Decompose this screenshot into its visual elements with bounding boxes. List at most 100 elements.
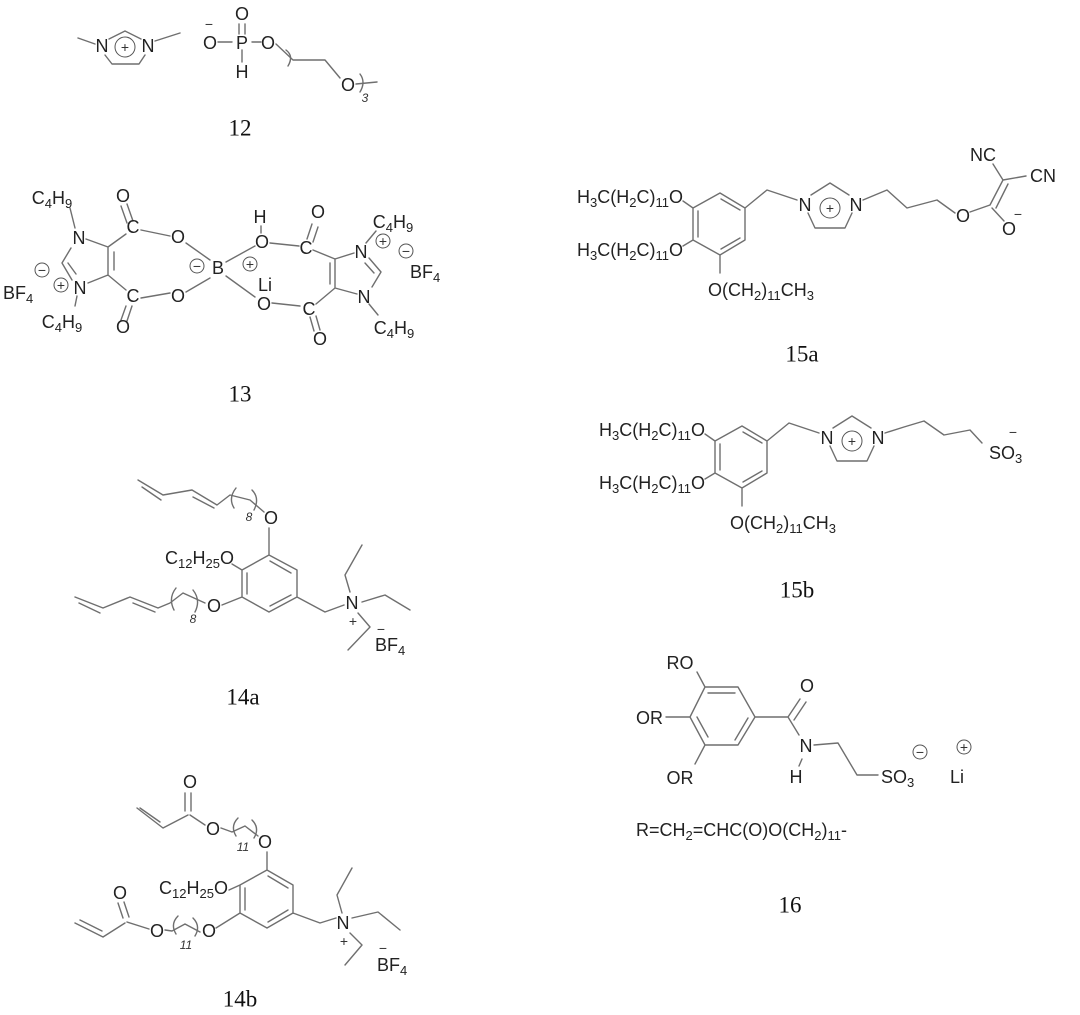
plus-charge: + [121,39,129,55]
alkoxy-group: OR [667,768,694,788]
formula-subscript: 9 [65,196,72,211]
formula-text: O [669,187,683,207]
plus-charge: + [826,200,834,216]
minus-charge: − [379,940,387,956]
atom-n: N [821,428,834,448]
formula-text: H [52,188,65,208]
tetrafluoroborate: BF4 [3,283,33,306]
bonds [74,479,411,651]
atom-c: C [300,238,313,258]
formula-text: C(H [619,420,651,440]
atom-o: O [1002,219,1016,239]
formula-subscript: 12 [172,886,186,901]
formula-text: CH [781,280,807,300]
atom-c: C [127,217,140,237]
formula-subscript: 3 [590,248,597,263]
minus-charge: − [1014,206,1022,222]
formula-text: C [374,318,387,338]
formula-subscript: 11 [767,288,781,303]
formula-text: C(H [619,473,651,493]
atom-o: O [207,596,221,616]
atom-o: O [171,227,185,247]
formula-subscript: 9 [75,320,82,335]
butyl-group: C4H9 [42,312,82,335]
atom-o: O [264,508,278,528]
formula-text: H [393,212,406,232]
bonds [61,203,382,332]
formula-text: ) [783,513,789,533]
atom-n: N [96,36,109,56]
minus-charge-circle-icon [189,258,205,274]
formula-text: O [691,420,705,440]
formula-subscript: 25 [206,556,220,571]
formula-subscript: 11 [655,248,669,263]
formula-text: O(CH [730,513,776,533]
formula-subscript: 4 [55,320,62,335]
atom-o: O [255,232,269,252]
atom-n: N [346,593,359,613]
atom-n: N [800,736,813,756]
minus-charge: − [38,262,46,278]
repeat-brackets [172,817,258,937]
repeat-count: 11 [237,840,249,854]
compound-16: RO OR OR O N H SO3 − Li + R=CH2=CHC(O)O(… [636,653,972,918]
formula-text: R=CH [636,820,686,840]
formula-subscript: 3 [807,288,814,303]
atom-o: O [258,832,272,852]
dodecyloxy-chain: O(CH2)11CH3 [730,513,836,536]
compound-label: 14b [223,987,258,1012]
formula-text: C) [636,240,655,260]
plus-charge-circle-icon [375,233,391,249]
compound-label: 15b [780,578,815,603]
formula-subscript: 4 [400,963,407,978]
formula-subscript: 11 [789,521,803,536]
formula-subscript: 3 [612,428,619,443]
plus-charge: + [246,256,254,272]
formula-text: H [187,878,200,898]
formula-subscript: 2 [754,288,761,303]
atom-o: O [183,772,197,792]
atom-o: O [800,676,814,696]
formula-subscript: 2 [651,481,658,496]
dodecyloxy-chain: H3C(H2C)11O [599,420,705,443]
formula-subscript: 3 [612,481,619,496]
formula-subscript: 25 [200,886,214,901]
bonds [665,671,879,776]
atom-o: O [311,202,325,222]
atom-n: N [355,242,368,262]
formula-subscript: 4 [386,220,393,235]
formula-subscript: 4 [45,196,52,211]
alkoxy-group: OR [636,708,663,728]
formula-text: O [214,878,228,898]
minus-charge: − [402,243,410,259]
compound-label: 12 [229,116,252,141]
formula-text: =CHC(O)O(CH [693,820,815,840]
dodecyloxy-group: C12H25O [165,548,234,571]
plus-charge-circle-icon [114,36,136,58]
plus-charge: + [848,433,856,449]
repeat-count: 3 [362,91,369,105]
compound-15a: H3C(H2C)11O H3C(H2C)11O O(CH2)11CH3 N N … [577,145,1056,367]
repeat-count: 8 [190,612,197,626]
formula-subscript: 3 [1015,451,1022,466]
formula-text: C [32,188,45,208]
formula-subscript: 4 [387,326,394,341]
bonds [74,792,401,966]
atom-o: O [116,317,130,337]
formula-text: ) [821,820,827,840]
plus-charge: + [960,739,968,755]
formula-text: H [193,548,206,568]
sulfonate-group: SO3 [881,767,914,790]
formula-subscript: 2 [629,248,636,263]
atom-n: N [337,913,350,933]
atom-n: N [850,195,863,215]
formula-text: BF [410,262,433,282]
dodecyloxy-chain: H3C(H2C)11O [577,240,683,263]
formula-text: SO [989,443,1015,463]
formula-subscript: 2 [651,428,658,443]
formula-text: H [394,318,407,338]
atom-o: O [202,921,216,941]
atom-o: O [235,4,249,24]
formula-text: C) [658,420,677,440]
